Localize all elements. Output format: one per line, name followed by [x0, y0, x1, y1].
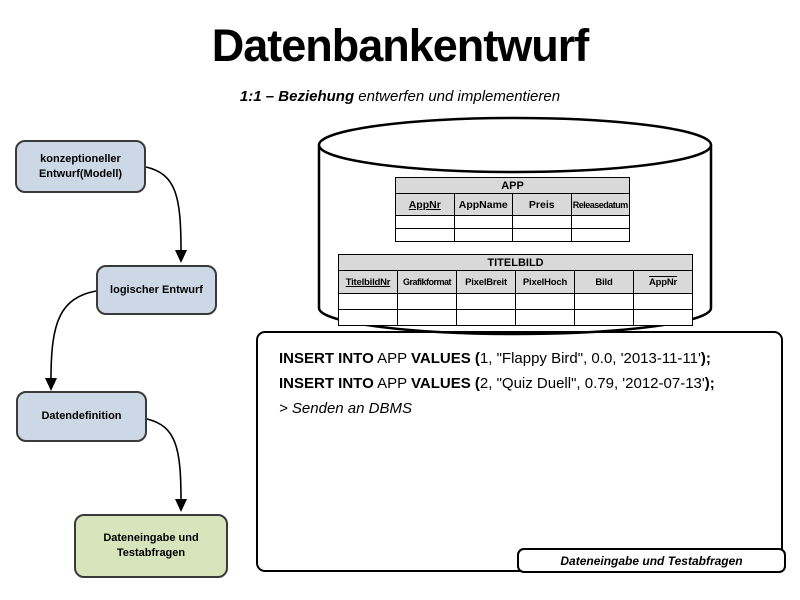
column-header-grafikformat: Grafikformat: [397, 270, 457, 294]
titelbild-table-header-row: TitelbildNr Grafikformat PixelBreit Pixe…: [338, 270, 693, 294]
subtitle-emphasis: 1:1 – Beziehung: [239, 88, 355, 105]
connector-arrow-1: [145, 166, 187, 263]
subtitle-rest: entwerfen und implementieren: [354, 88, 561, 105]
sql-keyword: );: [704, 375, 715, 392]
connector-arrow-3: [146, 418, 187, 512]
slide-subtitle: 1:1 – Beziehung entwerfen und implementi…: [0, 88, 800, 105]
connector-arrow-2: [45, 290, 97, 391]
table-row: [395, 228, 630, 242]
sql-keyword: INSERT INTO: [279, 350, 374, 367]
titelbild-table: TITELBILD TitelbildNr Grafikformat Pixel…: [338, 254, 693, 326]
app-table: APP AppNr AppName Preis Releasedatum: [395, 177, 630, 242]
sql-keyword: );: [700, 350, 711, 367]
sql-values: 1, "Flappy Bird", 0.0, '2013-11-11': [479, 350, 701, 367]
flow-step-logischer-entwurf: logischer Entwurf: [96, 265, 217, 315]
app-table-name: APP: [395, 177, 630, 194]
titelbild-table-name: TITELBILD: [338, 254, 693, 271]
sql-keyword: VALUES (: [411, 350, 480, 367]
column-header-preis: Preis: [512, 193, 572, 216]
app-table-title-row: APP: [395, 177, 630, 194]
table-row: [338, 293, 693, 310]
flow-step-datendefinition: Datendefinition: [16, 391, 147, 442]
column-header-bild: Bild: [574, 270, 634, 294]
sql-statement-box: INSERT INTO APP VALUES (1, "Flappy Bird"…: [256, 331, 783, 572]
sql-keyword: INSERT INTO: [279, 375, 374, 392]
table-row: [395, 215, 630, 229]
flow-step-label: Dateneingabe und Testabfragen: [103, 532, 199, 559]
sql-text: INSERT INTO APP VALUES (1, "Flappy Bird"…: [258, 333, 781, 421]
footer-stage-label-text: Dateneingabe und Testabfragen: [560, 553, 743, 568]
app-table-header-row: AppNr AppName Preis Releasedatum: [395, 193, 630, 216]
sql-table-name: APP: [373, 375, 411, 392]
sql-line-2: INSERT INTO APP VALUES (2, "Quiz Duell",…: [279, 371, 781, 396]
column-header-titelbildnr: TitelbildNr: [338, 270, 398, 294]
column-header-pixelhoch: PixelHoch: [515, 270, 575, 294]
sql-values: 2, "Quiz Duell", 0.79, '2012-07-13': [479, 375, 705, 392]
column-header-appnr-fk: AppNr: [633, 270, 693, 294]
flow-step-label: Datendefinition: [41, 410, 122, 423]
titelbild-table-title-row: TITELBILD: [338, 254, 693, 271]
column-header-pixelbreit: PixelBreit: [456, 270, 516, 294]
sql-line-1: INSERT INTO APP VALUES (1, "Flappy Bird"…: [279, 346, 781, 371]
column-header-appnr: AppNr: [395, 193, 455, 216]
sql-table-name: APP: [373, 350, 411, 367]
column-header-appname: AppName: [453, 193, 513, 216]
dbms-prompt: > Senden an DBMS: [279, 400, 413, 417]
table-row: [338, 309, 693, 326]
page-title: Datenbankentwurf: [211, 20, 590, 71]
sql-keyword: VALUES (: [411, 375, 480, 392]
flow-step-label: logischer Entwurf: [110, 283, 203, 296]
footer-stage-label: Dateneingabe und Testabfragen: [517, 548, 786, 573]
flow-step-konzeptioneller-entwurf: konzeptioneller Entwurf(Modell): [15, 140, 146, 193]
flow-step-dateneingabe: Dateneingabe und Testabfragen: [74, 514, 228, 578]
column-header-releasedatum: Releasedatum: [570, 193, 630, 216]
flow-step-label: konzeptioneller Entwurf(Modell): [38, 152, 123, 180]
